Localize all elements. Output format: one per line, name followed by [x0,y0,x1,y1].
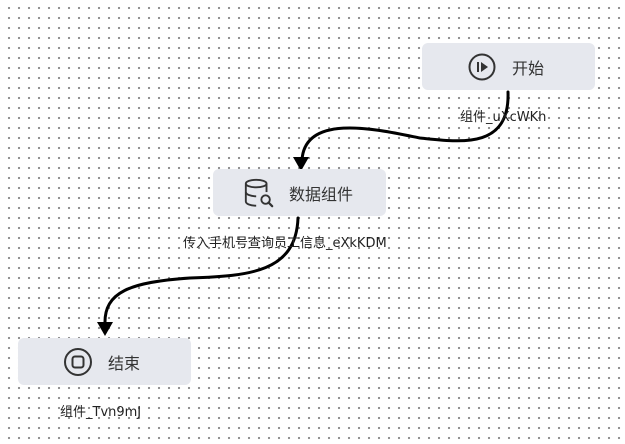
edge-start-to-data[interactable] [300,90,510,162]
node-end[interactable]: 结束 [18,338,191,385]
node-data[interactable]: 数据组件 [213,169,386,216]
node-data-label: 数据组件 [289,184,354,204]
node-start-label: 开始 [512,58,545,78]
node-end-label: 结束 [108,353,141,373]
node-start[interactable]: 开始 [422,43,595,90]
node-data-caption: 传入手机号查询员工信息_eXkKDM [183,236,387,251]
edge-data-to-end[interactable] [103,216,300,326]
node-start-caption: 组件_uXcWKh [460,110,547,125]
stop-circle-icon [62,346,94,378]
node-end-caption: 组件_Tvn9mJ [60,405,142,420]
database-search-icon [243,177,275,209]
play-circle-icon [466,51,498,83]
edge-data-to-end-arrowhead [97,322,113,336]
